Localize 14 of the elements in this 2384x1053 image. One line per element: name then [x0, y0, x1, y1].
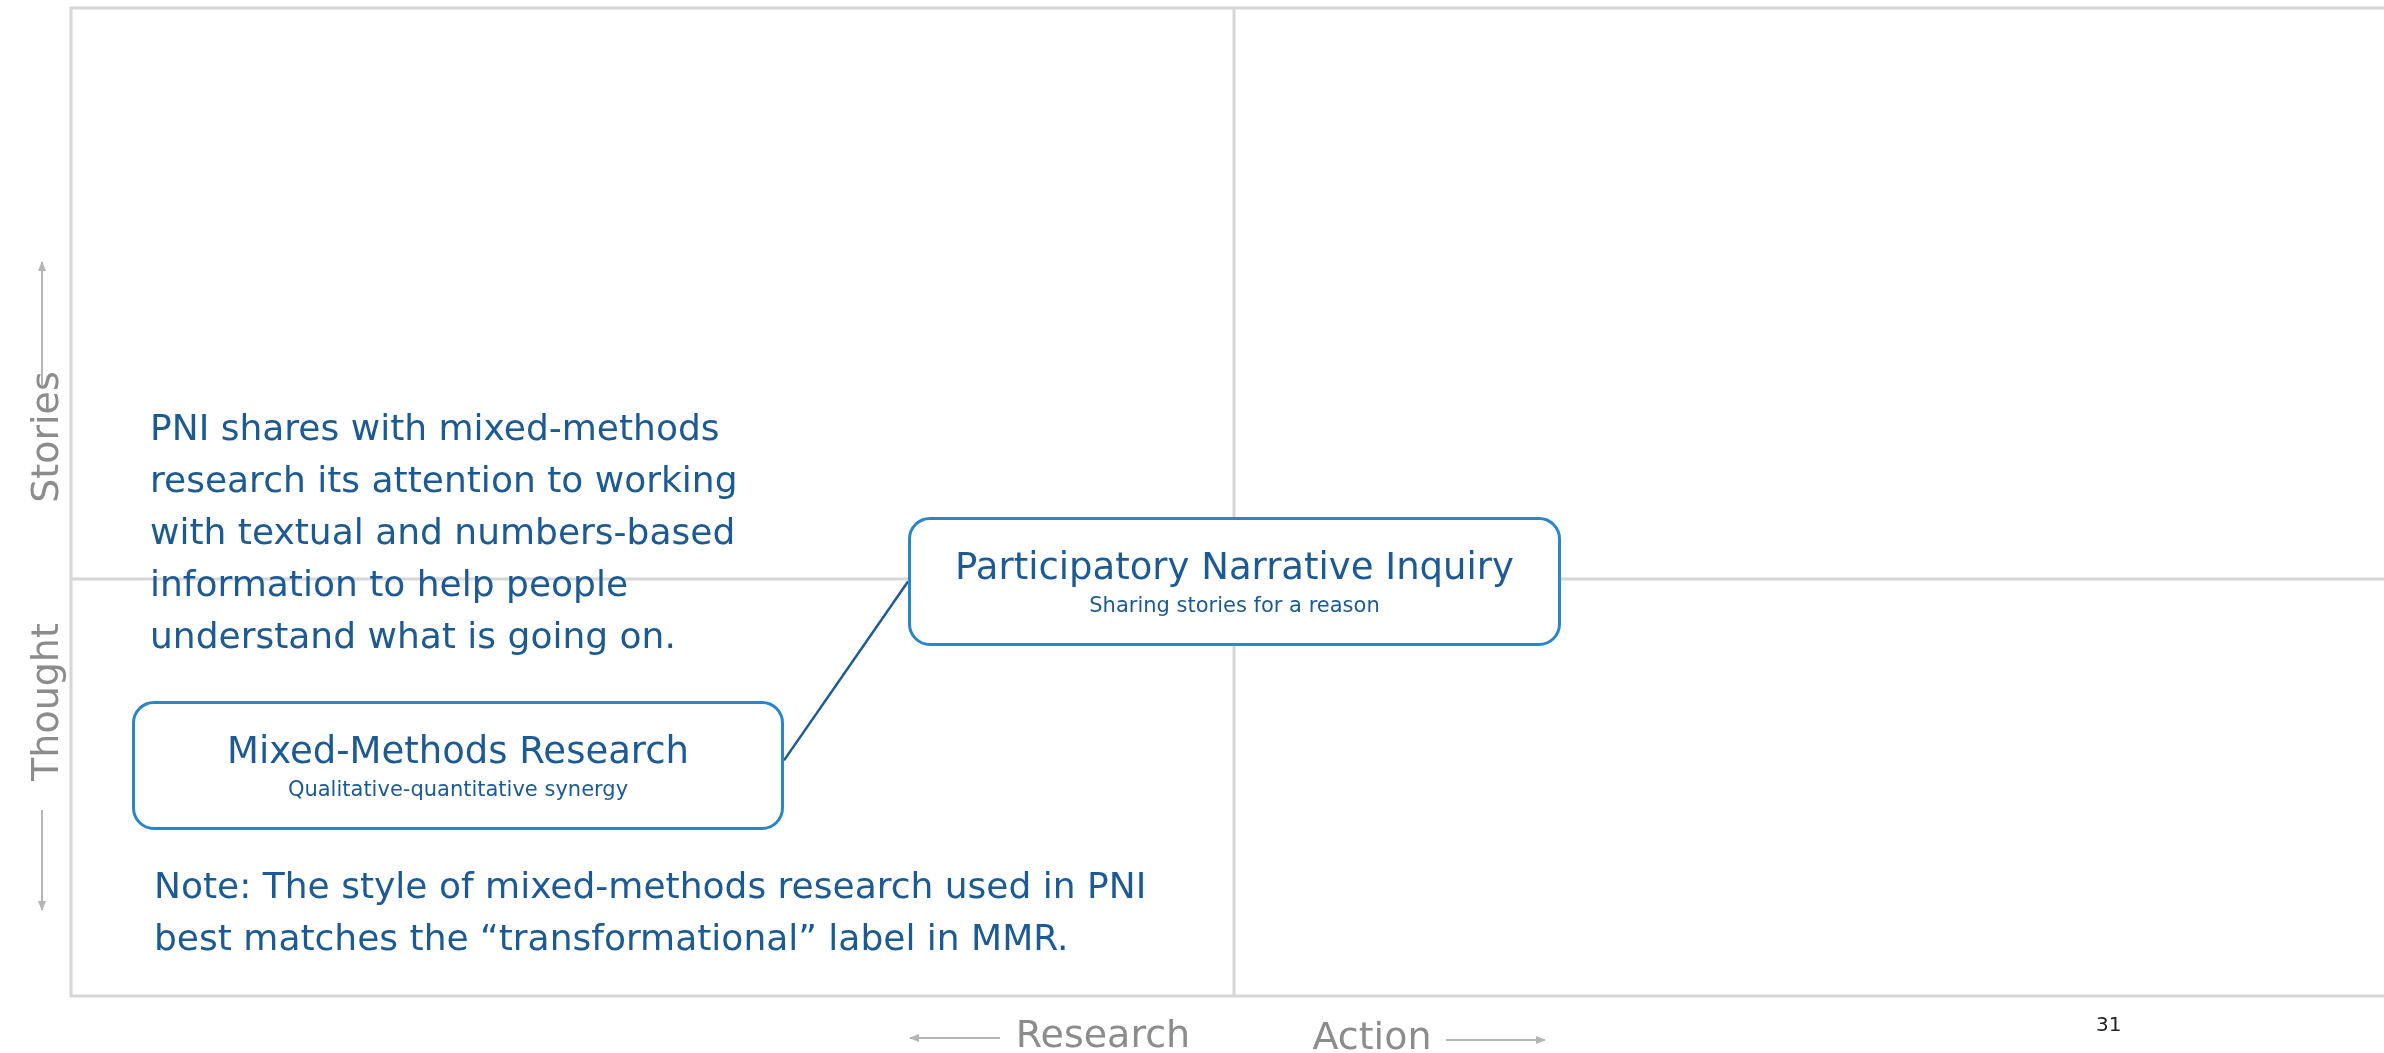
- box-subtitle: Sharing stories for a reason: [1089, 591, 1380, 619]
- axis-label: Thought: [23, 622, 67, 783]
- process-box: [132, 701, 784, 830]
- note-text: Note: The style of mixed-methods research used in PNI best matches the “transformational” label in MMR.: [154, 864, 1148, 960]
- page-number: 31: [2096, 1012, 2122, 1036]
- process-box: [908, 517, 1561, 646]
- box-subtitle: Qualitative-quantitative synergy: [287, 775, 629, 803]
- box-title: Mixed-Methods Research: [226, 727, 690, 774]
- axis-label: Stories: [23, 370, 67, 505]
- box-title: Participatory Narrative Inquiry: [955, 543, 1514, 590]
- axis-label: Action: [1311, 1014, 1433, 1053]
- connector-line: [782, 580, 910, 762]
- axis-label: Research: [1014, 1012, 1192, 1053]
- description-text: PNI shares with mixed-methods research its attention to working with textual and numbers-based information to help people understand what is going on.: [150, 406, 739, 658]
